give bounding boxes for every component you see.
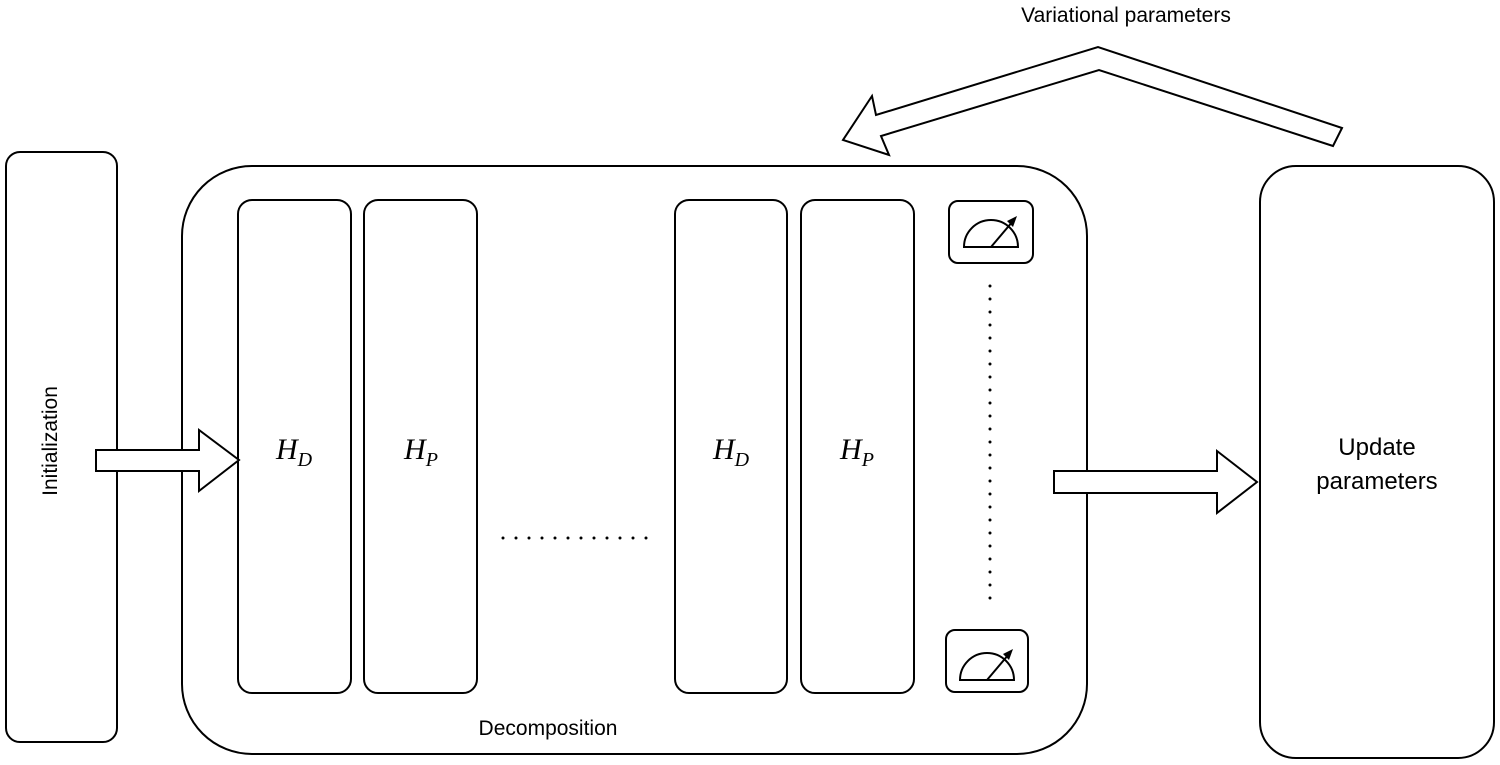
svg-text:HD: HD [275,433,313,471]
arrow-into-decomposition [95,428,241,494]
layer-hd-1: HD [237,199,352,694]
initialization-label: Initialization [39,386,62,496]
measurement-meter-icon [948,200,1034,264]
arrow-to-update [1053,448,1259,516]
update-parameters-label-line1: Update [1338,434,1415,461]
update-parameters-block: Update parameters [1259,165,1495,759]
layer-hp-2: HP [800,199,915,694]
initialization-block: Initialization [5,151,118,743]
variational-parameters-label: Variational parameters [1021,4,1231,27]
layer-hp-1: HP [363,199,478,694]
svg-text:HD: HD [712,433,750,471]
decomposition-label: Decomposition [479,717,618,740]
measurement-meter-icon [945,629,1029,693]
svg-text:HP: HP [839,433,874,471]
update-parameters-label-line2: parameters [1316,468,1437,495]
variational-parameters-feedback-arrow [841,45,1344,157]
svg-text:HP: HP [403,433,438,471]
layer-hd-2: HD [674,199,788,694]
